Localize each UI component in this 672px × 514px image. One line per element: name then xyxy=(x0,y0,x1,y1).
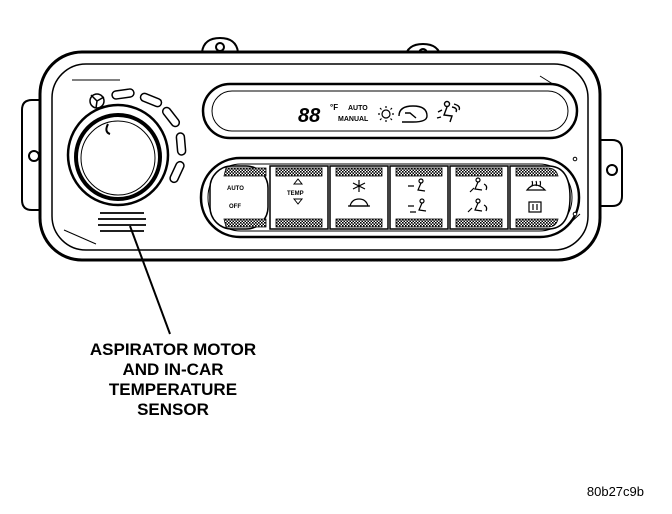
figure-id: 80b27c9b xyxy=(586,484,644,499)
recirculation-car-icon xyxy=(348,198,370,207)
degree-unit: °F xyxy=(330,103,338,112)
temp-down-icon xyxy=(292,198,304,205)
mode-auto-label: AUTO xyxy=(348,105,368,112)
defrost-button[interactable] xyxy=(509,165,571,230)
fan-icon xyxy=(89,93,105,109)
snowflake-icon xyxy=(352,180,366,192)
defrost-icon xyxy=(525,180,547,191)
fan-speed-arc-segments xyxy=(111,88,187,184)
panel-bilevel-button[interactable] xyxy=(389,165,449,230)
display-window xyxy=(201,82,579,140)
mode-manual-label: MANUAL xyxy=(338,116,369,123)
sun-icon xyxy=(378,106,394,122)
temperature-digits: 88 xyxy=(298,105,321,127)
callout-line-4: SENSOR xyxy=(137,400,209,419)
display-readout: 88 °F AUTO MANUAL xyxy=(298,100,461,127)
auto-off-button[interactable]: AUTO OFF xyxy=(209,165,269,230)
rear-defrost-icon xyxy=(528,201,542,213)
ac-recirculation-button[interactable] xyxy=(329,165,389,230)
temp-up-icon xyxy=(292,178,304,185)
fan-speed-knob xyxy=(66,103,170,207)
bilevel-vent-icon xyxy=(408,198,427,213)
auto-label: AUTO xyxy=(227,186,244,192)
off-label: OFF xyxy=(229,204,241,210)
callout-line-3: TEMPERATURE xyxy=(108,380,238,399)
callout-label: ASPIRATOR MOTOR AND IN-CAR TEMPERATURE S… xyxy=(58,340,288,420)
mix-vent-icon xyxy=(467,198,488,213)
floor-mix-button[interactable] xyxy=(449,165,509,230)
temperature-button[interactable]: TEMP xyxy=(269,165,329,230)
recirculation-icon xyxy=(398,105,428,123)
callout-line-1: ASPIRATOR MOTOR xyxy=(89,340,257,359)
callout-leader-line xyxy=(129,225,171,335)
panel-vent-icon xyxy=(408,178,426,192)
callout-line-2: AND IN-CAR xyxy=(122,360,224,379)
indicator-dots xyxy=(572,156,578,217)
aspirator-grille xyxy=(98,212,146,232)
floor-vent-icon xyxy=(469,177,488,193)
person-vent-icon xyxy=(436,100,461,123)
temp-label: TEMP xyxy=(287,191,304,197)
